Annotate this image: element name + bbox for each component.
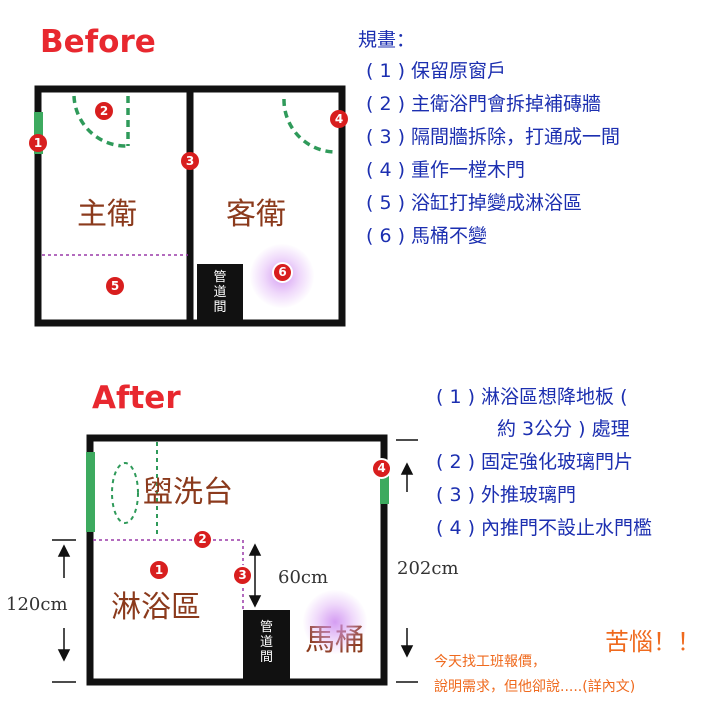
dim-60-lines xyxy=(248,543,262,608)
after-marker-2: 2 xyxy=(192,529,213,550)
footer-line-2: 說明需求，但他卻說.....(詳內文) xyxy=(434,679,636,695)
dim-202-lines xyxy=(396,439,418,683)
plan-note-6: ( 6 ) 馬桶不變 xyxy=(366,225,488,247)
before-pipe-shaft: 管 道 間 xyxy=(197,264,243,320)
plan-note-2: ( 2 ) 主衛浴門會拆掉補磚牆 xyxy=(366,93,602,115)
plan-note-5: ( 5 ) 浴缸打掉變成淋浴區 xyxy=(366,192,583,214)
plan-note-3: ( 3 ) 隔間牆拆除，打通成一間 xyxy=(366,126,621,148)
after-marker-4: 4 xyxy=(371,458,392,479)
plan-note-4: ( 4 ) 重作一樘木門 xyxy=(366,159,526,181)
after-shaft-char-1: 管 xyxy=(259,620,273,635)
after-shaft-char-2: 道 xyxy=(259,635,273,650)
before-room-master-bath: 主衛 xyxy=(77,197,137,232)
after-marker-3: 3 xyxy=(232,565,253,586)
before-window xyxy=(34,112,43,154)
after-pipe-shaft: 管 道 間 xyxy=(243,610,290,679)
before-marker-5: 5 xyxy=(106,277,124,295)
before-marker-4: 4 xyxy=(330,110,348,128)
before-marker-2: 2 xyxy=(95,102,113,120)
after-room-shower: 淋浴區 xyxy=(111,590,201,625)
after-toilet-glow xyxy=(303,590,367,654)
before-marker-1: 1 xyxy=(29,134,47,152)
dim-label-left: 120cm xyxy=(6,594,68,615)
wash-basin-outline xyxy=(111,462,139,524)
after-window xyxy=(86,452,95,532)
dim-label-right: 202cm xyxy=(397,558,459,579)
before-room-guest-bath: 客衛 xyxy=(226,197,286,232)
after-note-4: ( 4 ) 內推門不設止水門檻 xyxy=(436,517,653,539)
before-marker-6: 6 xyxy=(272,262,293,283)
after-shaft-char-3: 間 xyxy=(259,650,273,665)
before-shaft-char-2: 道 xyxy=(213,285,227,300)
worry-text: 苦惱！！ xyxy=(605,628,701,656)
after-note-1: ( 1 ) 淋浴區想降地板 ( xyxy=(436,386,628,408)
after-room-wash-basin: 盥洗台 xyxy=(143,475,233,510)
before-marker-3: 3 xyxy=(181,152,199,170)
before-heading: Before xyxy=(40,24,156,60)
before-guest-door-swing xyxy=(282,98,337,154)
footer-line-1: 今天找工班報價， xyxy=(434,654,546,670)
after-note-2: ( 2 ) 固定強化玻璃門片 xyxy=(436,451,634,473)
before-shaft-char-1: 管 xyxy=(213,270,227,285)
after-shower-glass-line xyxy=(93,539,244,610)
after-marker-1: 1 xyxy=(150,561,168,579)
before-master-door-swing xyxy=(72,95,129,148)
dim-label-middle: 60cm xyxy=(278,567,329,588)
plan-note-1: ( 1 ) 保留原窗戶 xyxy=(366,60,507,82)
plan-notes-title: 規畫： xyxy=(358,29,416,51)
dim-120-lines xyxy=(52,539,76,683)
after-note-3: ( 3 ) 外推玻璃門 xyxy=(436,484,577,506)
after-door-4 xyxy=(380,472,389,504)
before-shaft-char-3: 間 xyxy=(213,300,227,315)
after-heading: After xyxy=(92,380,181,416)
after-note-1-cont: 約 3公分 ) 處理 xyxy=(497,418,630,440)
